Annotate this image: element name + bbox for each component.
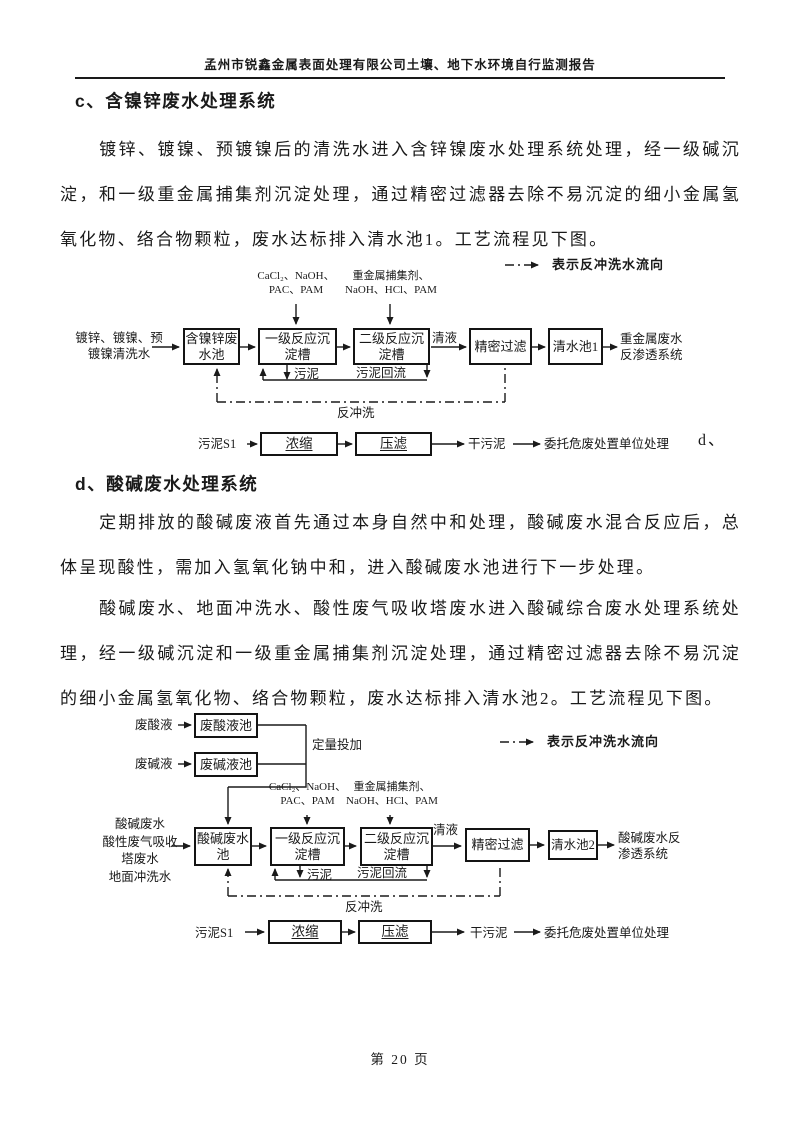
- section-c-paragraph: 镀锌、镀镍、预镀镍后的清洗水进入含锌镍废水处理系统处理，经一级碱沉淀，和一级重金…: [60, 140, 741, 249]
- clear-liquid-label: 清液: [433, 823, 459, 837]
- backwash-legend-label: 表示反冲洗水流向: [552, 257, 665, 272]
- dry-sludge-label: 干污泥: [468, 437, 506, 451]
- waste-alkali-label: 废碱液: [135, 757, 173, 771]
- backwash-dashdot-lines: [224, 865, 501, 897]
- chemical-label-2: 重金属捕集剂、 NaOH、HCl、PAM: [345, 270, 437, 296]
- filter-press-label: 压滤: [380, 436, 407, 451]
- dosing-label: 定量投加: [312, 738, 363, 752]
- chemical-label-1: CaCl₂、NaOH、 PAC、PAM: [268, 781, 347, 807]
- section-d-paragraph-1: 定期排放的酸碱废液首先通过本身自然中和处理，酸碱废水混合反应后，总体呈现酸性，需…: [60, 513, 741, 577]
- page-number: 第 20 页: [370, 1052, 430, 1067]
- clear-liquid-label: 清液: [432, 331, 458, 345]
- sludge-return-label: 污泥回流: [357, 866, 408, 880]
- sludge-s1-label: 污泥S1: [198, 437, 237, 451]
- effluent-label: 重金属废水 反渗透系统: [620, 332, 683, 362]
- dry-sludge-label: 干污泥: [470, 926, 508, 940]
- box-filter-press: 压滤: [358, 920, 432, 944]
- disposal-label: 委托危废处置单位处理: [544, 437, 670, 451]
- box-waste-alkali-pool: 废碱液池: [194, 752, 258, 777]
- backwash-label: 反冲洗: [337, 406, 375, 420]
- waste-acid-label: 废酸液: [135, 718, 173, 732]
- chemical-dosing-arrows: [292, 304, 394, 325]
- backwash-dashdot-lines: [213, 368, 506, 403]
- section-d-heading: d、酸碱废水处理系统: [75, 474, 259, 494]
- box-reaction-tank-1: 一级反应沉 淀槽: [270, 827, 345, 866]
- box-reaction-tank-1: 一级反应沉 淀槽: [258, 328, 337, 365]
- box-reaction-tank-2: 二级反应沉 淀槽: [353, 328, 430, 365]
- box-waste-acid-pool: 废酸液池: [194, 713, 258, 738]
- report-title: 孟州市锐鑫金属表面处理有限公司土壤、地下水环境自行监测报告: [204, 58, 596, 72]
- sludge-return-label: 污泥回流: [356, 366, 407, 380]
- sludge-s1-label: 污泥S1: [195, 926, 234, 940]
- acid-alkali-feed-arrows: [178, 721, 307, 825]
- flowchart-nickel-zinc-wastewater: 表示反冲洗水流向 CaCl₂、NaOH、 PAC、PAM 重金属捕集剂、 NaO…: [60, 250, 740, 465]
- chemical-label-2: 重金属捕集剂、 NaOH、HCl、PAM: [346, 781, 438, 807]
- wrapped-heading-prefix: d、: [698, 432, 727, 449]
- header-divider: [75, 77, 725, 79]
- effluent-label: 酸碱废水反 渗透系统: [618, 831, 681, 861]
- chemical-label-1: CaCl₂、NaOH、 PAC、PAM: [257, 270, 335, 296]
- box-reaction-tank-2: 二级反应沉 淀槽: [360, 827, 433, 866]
- box-thickening: 浓缩: [268, 920, 342, 944]
- main-flow-arrows: [172, 841, 615, 850]
- box-acid-alkali-pool: 酸碱废水 池: [194, 827, 252, 866]
- influent-label: 镀锌、镀镍、预 镀镍清洗水: [75, 331, 163, 361]
- backwash-label: 反冲洗: [345, 900, 383, 914]
- disposal-label: 委托危废处置单位处理: [544, 926, 670, 940]
- sludge-label: 污泥: [294, 367, 320, 381]
- box-precision-filter: 精密过滤: [469, 328, 532, 365]
- section-c-heading: c、含镍锌废水处理系统: [75, 91, 277, 111]
- flowchart1-connectors: [152, 261, 618, 448]
- backwash-legend-label: 表示反冲洗水流向: [547, 734, 660, 749]
- flowchart-acid-alkali-wastewater: 废酸液 废酸液池 废碱液 废碱液池 定量投加 表示反冲洗水流向 CaCl₂、Na…: [60, 705, 740, 955]
- thickening-label: 浓缩: [291, 924, 319, 939]
- influent-label: 酸碱废水 酸性废气吸收 塔废水 地面冲洗水: [102, 817, 178, 884]
- flowchart2-connectors: [172, 721, 615, 936]
- section-d-paragraph-2: 酸碱废水、地面冲洗水、酸性废气吸收塔废水进入酸碱综合废水处理系统处理，经一级碱沉…: [60, 599, 741, 708]
- box-nickel-zinc-pool: 含镍锌废 水池: [183, 328, 240, 365]
- thickening-label: 浓缩: [285, 436, 313, 451]
- box-precision-filter: 精密过滤: [465, 828, 530, 862]
- sludge-and-return-lines: [271, 866, 431, 881]
- filter-press-label: 压滤: [381, 924, 409, 939]
- sludge-label: 污泥: [307, 868, 333, 882]
- sludge-and-return-lines: [259, 365, 431, 381]
- box-clean-pool-2: 清水池2: [548, 830, 598, 860]
- box-filter-press: 压滤: [355, 432, 432, 456]
- chemical-dosing-arrows: [303, 815, 394, 825]
- box-thickening: 浓缩: [260, 432, 338, 456]
- box-clean-pool-1: 清水池1: [548, 328, 603, 365]
